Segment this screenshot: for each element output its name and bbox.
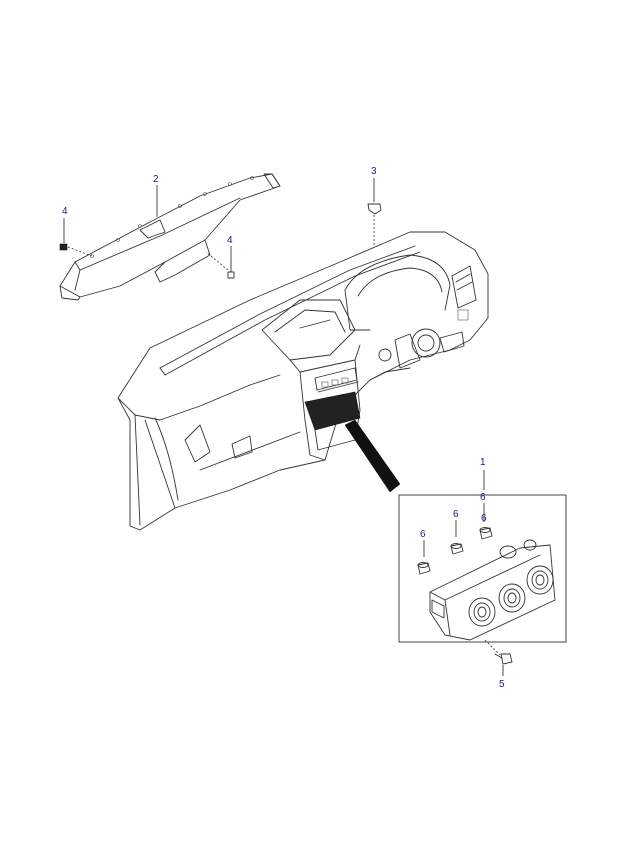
inset-pointer <box>344 419 401 493</box>
callout-3: 3 <box>371 166 377 177</box>
callout-6-mid: 6 <box>453 509 459 520</box>
dial-right <box>526 565 554 595</box>
clip-3 <box>367 178 382 246</box>
screw-5 <box>484 639 513 676</box>
callout-4-right: 4 <box>227 235 233 246</box>
knob-6-left <box>417 562 431 575</box>
callout-5: 5 <box>499 679 505 690</box>
knob-6-mid <box>450 543 464 555</box>
knob-6-right <box>479 527 493 540</box>
screw-4-right <box>205 246 235 279</box>
callout-1: 1 <box>480 457 486 468</box>
callout-4-left: 4 <box>62 206 68 217</box>
callout-6-right: 6 <box>481 513 487 524</box>
screw-4-left <box>59 218 93 257</box>
callout-2: 2 <box>153 174 159 185</box>
dial-center <box>498 583 526 613</box>
defroster-nozzle <box>59 173 281 301</box>
heater-control-unit <box>429 539 556 641</box>
callout-6-top: 6 <box>480 492 486 503</box>
instrument-panel <box>117 231 489 531</box>
callout-6-left: 6 <box>420 529 426 540</box>
dial-left <box>468 597 496 627</box>
